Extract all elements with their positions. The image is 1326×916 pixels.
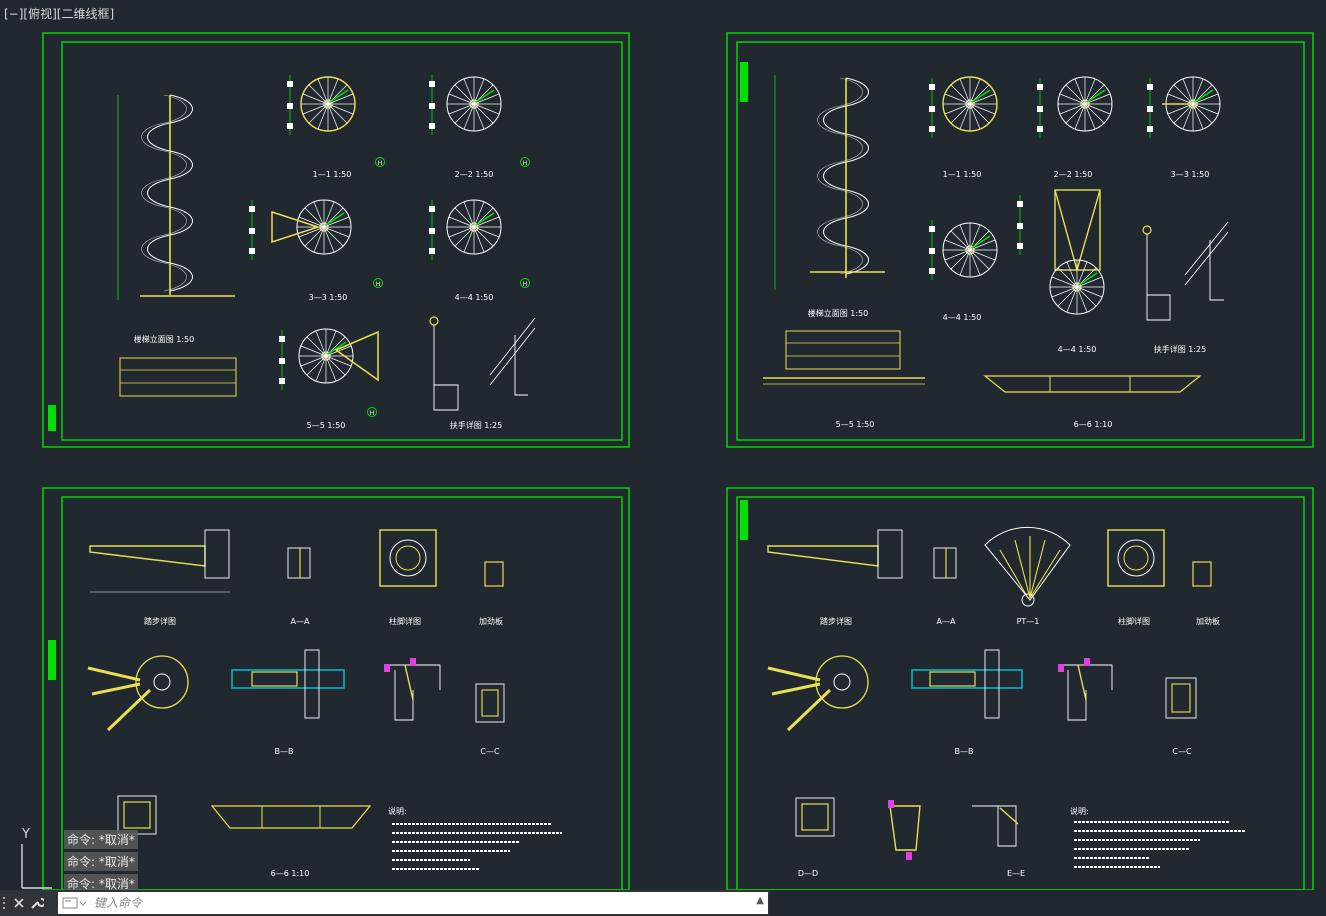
ucs-y-label: Y bbox=[21, 827, 30, 842]
sheet4-title-c-c: C—C bbox=[1172, 747, 1192, 756]
close-icon bbox=[14, 898, 24, 908]
sheet3-title-a-a: A—A bbox=[291, 617, 310, 626]
sheet2-title-handrail: 扶手详图 1:25 bbox=[1154, 344, 1207, 354]
sheet1-title-2-2: 2—2 1:50 bbox=[455, 170, 494, 179]
close-command-line-button[interactable] bbox=[10, 892, 28, 914]
sheet1-title-4-4: 4—4 1:50 bbox=[455, 293, 494, 302]
command-line-bar: ▲ bbox=[0, 890, 770, 916]
sheet1-title-handrail: 扶手详图 1:25 bbox=[450, 420, 503, 430]
sheet4-notes: 说明: bbox=[1070, 806, 1245, 868]
drawing-sheet-4[interactable]: 说明: 踏步详图 A—A PT—1 柱脚详图 加劲板 B—B C—C D—D E… bbox=[726, 487, 1314, 890]
sheet4-title-a-a: A—A bbox=[937, 617, 956, 626]
sheet2-title-4-4a: 4—4 1:50 bbox=[943, 313, 982, 322]
sheet1-title-elevation: 楼梯立面图 1:50 bbox=[134, 334, 195, 344]
command-history-line: 命令: *取消* bbox=[64, 830, 138, 849]
sheet2-title-3-3: 3—3 1:50 bbox=[1171, 170, 1210, 179]
sheet2-title-1-1: 1—1 1:50 bbox=[943, 170, 982, 179]
model-space-drawing[interactable]: H bbox=[0, 0, 1326, 890]
sheet2-title-4-4b: 4—4 1:50 bbox=[1058, 345, 1097, 354]
drawing-sheet-1[interactable]: 楼梯立面图 1:50 1—1 1:50 2—2 1:50 3—3 1:50 4—… bbox=[42, 32, 630, 448]
viewport-controls-label[interactable]: [−][俯视][二维线框] bbox=[4, 7, 115, 21]
grip-icon bbox=[3, 897, 5, 909]
sheet4-title-tread: 踏步详图 bbox=[820, 616, 852, 626]
command-history-line: 命令: *取消* bbox=[64, 874, 138, 893]
sheet3-title-c-c: C—C bbox=[480, 747, 500, 756]
customize-command-line-button[interactable] bbox=[28, 892, 46, 914]
sheet4-title-e-e: E—E bbox=[1007, 869, 1025, 878]
ucs-axis-icon: Y bbox=[21, 827, 52, 889]
svg-text:说明:: 说明: bbox=[1070, 806, 1089, 816]
sheet3-title-stiffener: 加劲板 bbox=[479, 616, 503, 626]
command-history: 命令: *取消* 命令: *取消* 命令: *取消* bbox=[64, 830, 154, 896]
sheet3-title-tread: 踏步详图 bbox=[144, 616, 176, 626]
svg-text:说明:: 说明: bbox=[388, 806, 407, 816]
drawing-sheet-3[interactable]: 说明: 踏步详图 A—A 柱脚详图 加劲板 B—B C—C 6—6 1:10 bbox=[42, 487, 630, 890]
sheet4-title-stiffener: 加劲板 bbox=[1196, 616, 1220, 626]
sheet4-title-d-d: D—D bbox=[798, 869, 818, 878]
sheet3-title-b-b: B—B bbox=[275, 747, 294, 756]
sheet4-title-pt-1: PT—1 bbox=[1017, 617, 1040, 626]
sheet2-title-2-2: 2—2 1:50 bbox=[1054, 170, 1093, 179]
sheet1-title-3-3: 3—3 1:50 bbox=[309, 293, 348, 302]
sheet3-title-6-6: 6—6 1:10 bbox=[271, 869, 310, 878]
sheet4-title-b-b: B—B bbox=[955, 747, 974, 756]
sheet2-title-5-5: 5—5 1:50 bbox=[836, 420, 875, 429]
command-input[interactable] bbox=[92, 892, 736, 914]
sheet4-title-base: 柱脚详图 bbox=[1118, 616, 1150, 626]
sheet1-title-5-5: 5—5 1:50 bbox=[307, 421, 346, 430]
command-line-grip[interactable] bbox=[0, 892, 10, 914]
command-prompt-icon[interactable] bbox=[62, 896, 88, 910]
sheet2-title-6-6: 6—6 1:10 bbox=[1074, 420, 1113, 429]
command-history-line: 命令: *取消* bbox=[64, 852, 138, 871]
wrench-icon bbox=[31, 898, 44, 909]
chevron-up-icon[interactable]: ▲ bbox=[756, 895, 764, 906]
sheet1-title-1-1: 1—1 1:50 bbox=[313, 170, 352, 179]
command-input-container[interactable]: ▲ bbox=[58, 892, 768, 914]
sheet3-notes: 说明: bbox=[388, 806, 562, 870]
sheet3-title-base: 柱脚详图 bbox=[389, 616, 421, 626]
sheet2-title-elevation: 楼梯立面图 1:50 bbox=[808, 308, 869, 318]
drawing-sheet-2[interactable]: 楼梯立面图 1:50 1—1 1:50 2—2 1:50 3—3 1:50 4—… bbox=[726, 32, 1314, 448]
